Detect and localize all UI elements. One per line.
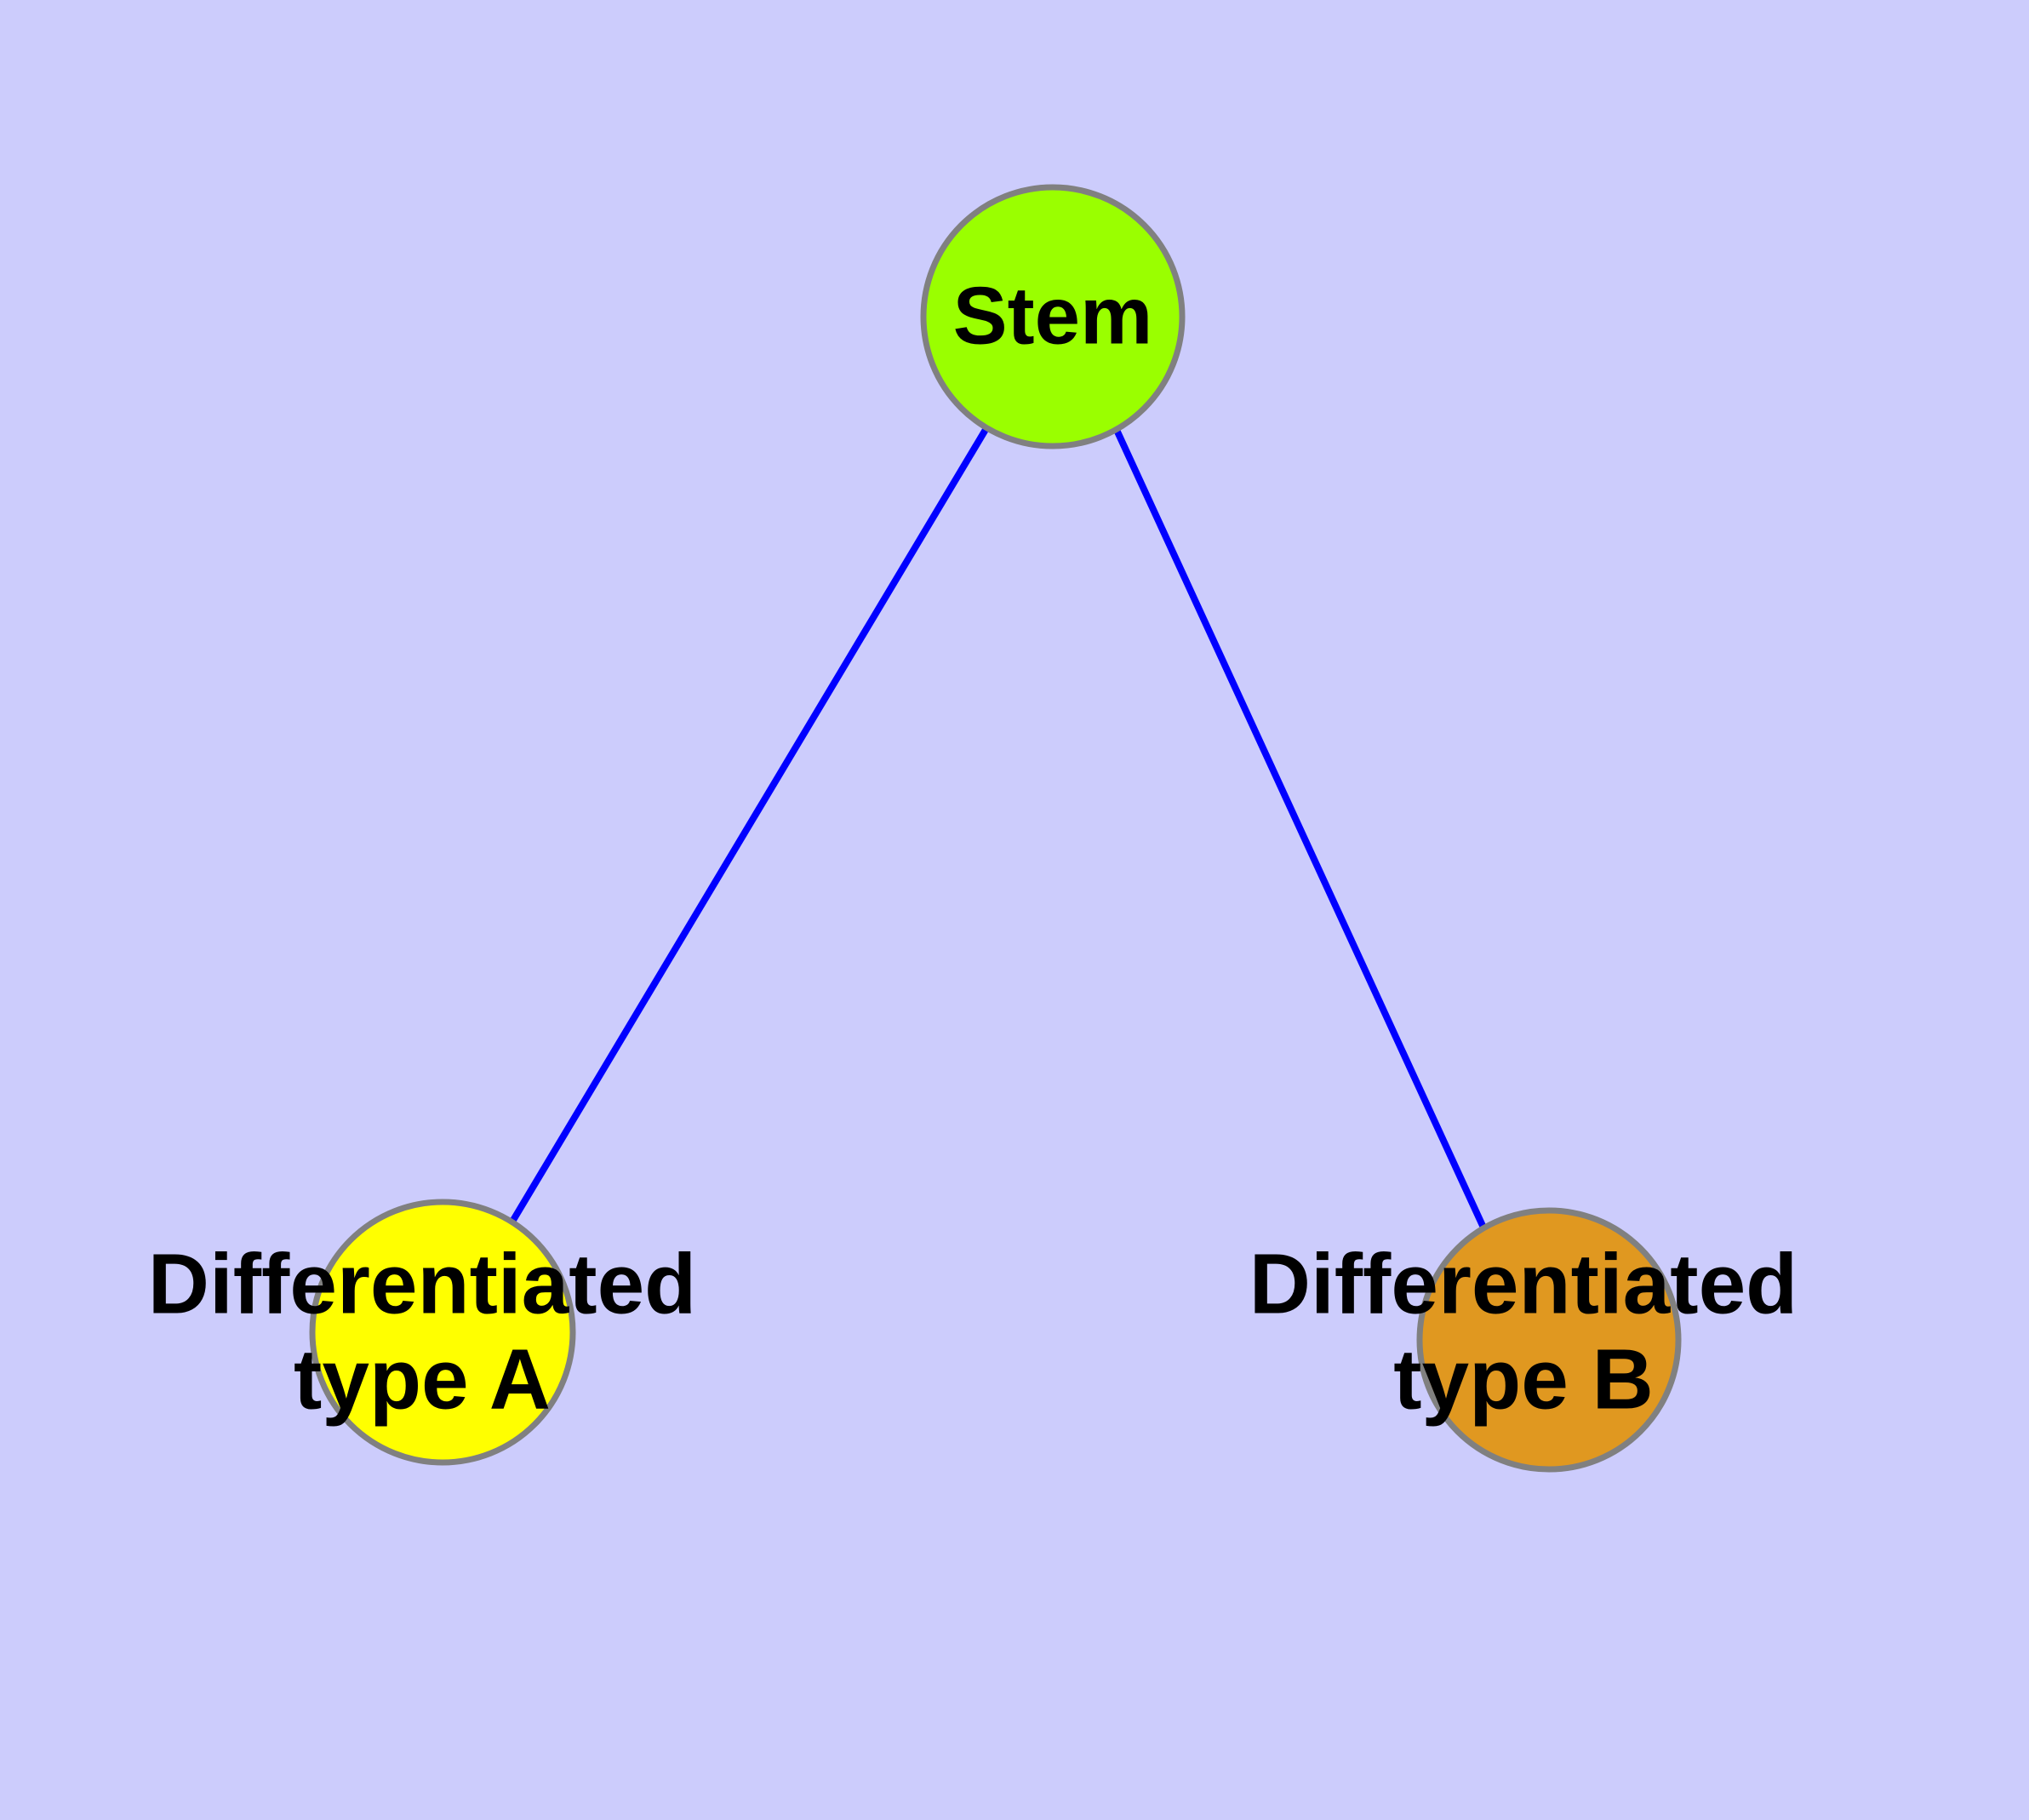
- edge-stem-to-diff-a[interactable]: [509, 426, 990, 1224]
- node-stem[interactable]: Stem: [920, 184, 1186, 449]
- node-layer: Stem: [309, 184, 1682, 1473]
- node-stem-label: Stem: [953, 270, 1153, 361]
- node-diff-a-label: Differentiated type A: [148, 1236, 697, 1427]
- node-diff-a[interactable]: [309, 1199, 576, 1466]
- node-diff-b-label: Differentiated type B: [1249, 1236, 1798, 1427]
- node-diff-a-circle[interactable]: [309, 1199, 576, 1466]
- node-diff-b-circle[interactable]: [1416, 1207, 1682, 1473]
- node-diff-a-label-line-2: type A: [294, 1331, 551, 1427]
- node-diff-b-label-line-2: type B: [1393, 1331, 1654, 1427]
- node-stem-circle[interactable]: [920, 184, 1186, 449]
- node-diff-b-label-line-1: Differentiated: [1249, 1236, 1798, 1331]
- node-diff-a-label-line-1: Differentiated: [148, 1236, 697, 1331]
- edge-stem-to-diff-b[interactable]: [1113, 428, 1487, 1229]
- node-diff-b[interactable]: [1416, 1207, 1682, 1473]
- node-label-layer: Differentiated type A Differentiated typ…: [148, 1236, 1798, 1427]
- edge-layer: [509, 426, 1487, 1229]
